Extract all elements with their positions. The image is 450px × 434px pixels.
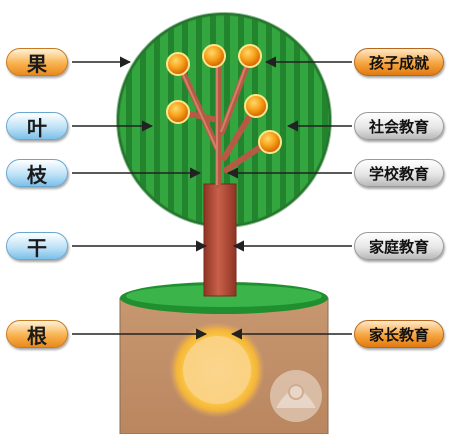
label-family-education: 家庭教育: [354, 232, 444, 260]
right-arrows: [226, 56, 352, 340]
label-fruit: 果: [6, 48, 68, 76]
root-glow: [169, 322, 265, 418]
fruit: [258, 130, 282, 154]
fruit: [166, 52, 190, 76]
tree-trunk: [203, 183, 237, 297]
label-trunk: 干: [6, 232, 68, 260]
label-social-education: 社会教育: [354, 112, 444, 140]
tree-fruits: [166, 44, 282, 154]
label-school-education: 学校教育: [354, 159, 444, 187]
watermark-logo-icon: [270, 370, 322, 422]
fruit: [202, 44, 226, 68]
fruit: [238, 44, 262, 68]
left-arrows: [72, 56, 208, 340]
label-leaf: 叶: [6, 112, 68, 140]
label-child-achievement: 孩子成就: [354, 48, 444, 76]
label-root: 根: [6, 320, 68, 348]
label-parent-education: 家长教育: [354, 320, 444, 348]
label-branch: 枝: [6, 159, 68, 187]
fruit: [166, 100, 190, 124]
fruit: [244, 94, 268, 118]
